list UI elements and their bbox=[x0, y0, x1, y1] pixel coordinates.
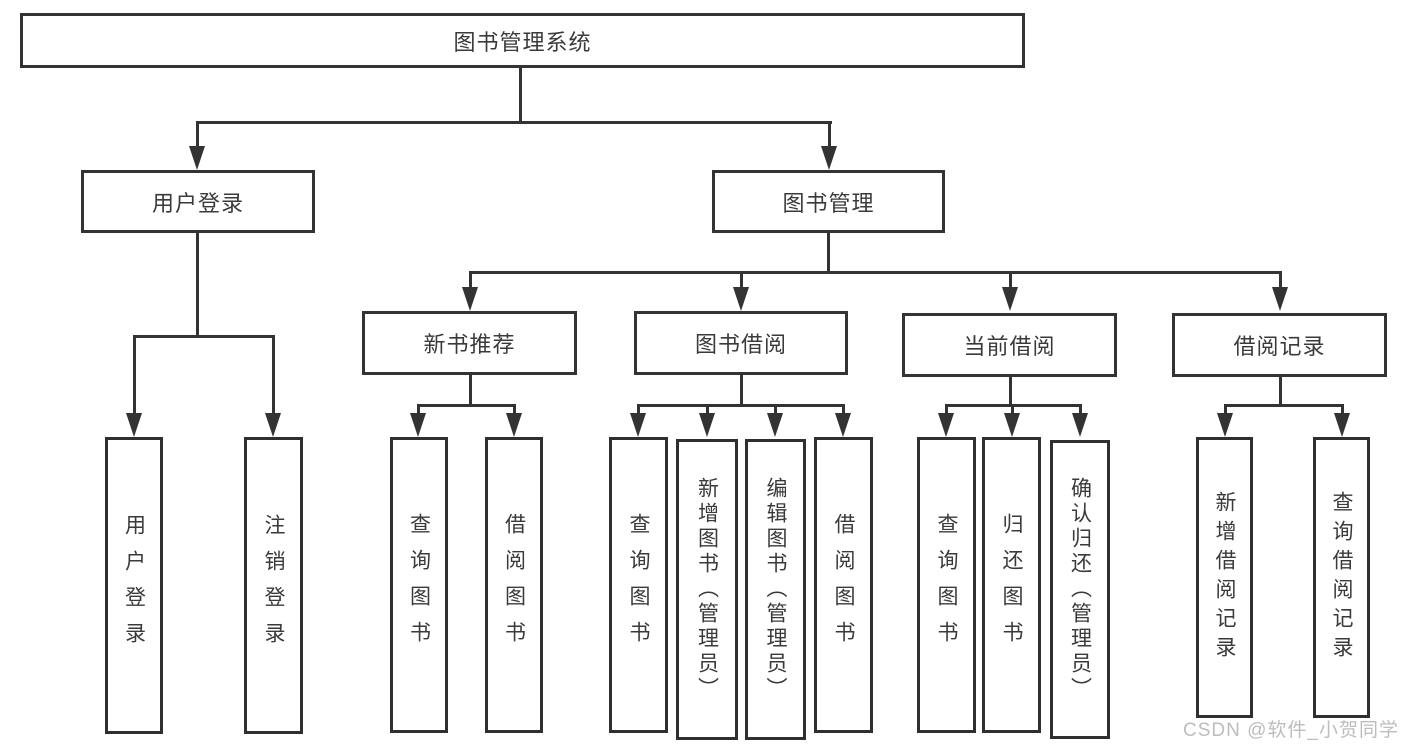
node-book-mgmt-group: 图书管理 bbox=[712, 170, 945, 233]
connector-line bbox=[1011, 404, 1014, 415]
node-user-login-group-label: 用户登录 bbox=[151, 190, 244, 216]
node-bb-add-book: 新增图书（管理员） bbox=[676, 439, 738, 740]
node-user-login-group: 用户登录 bbox=[81, 170, 315, 233]
arrow-down-icon bbox=[1072, 413, 1088, 437]
connector-line bbox=[740, 375, 743, 407]
node-cb-query-book-label: 查询图书 bbox=[935, 513, 958, 657]
node-book-borrow: 图书借阅 bbox=[634, 311, 848, 375]
node-cb-confirm-return-label: 确认归还（管理员） bbox=[1068, 477, 1092, 702]
connector-line bbox=[196, 233, 199, 338]
connector-line bbox=[706, 404, 709, 415]
node-borrow-records: 借阅记录 bbox=[1172, 313, 1387, 377]
connector-line bbox=[1224, 404, 1227, 415]
node-logout-label: 注销登录 bbox=[262, 513, 285, 658]
node-bb-edit-book: 编辑图书（管理员） bbox=[745, 439, 806, 740]
arrow-down-icon bbox=[1002, 287, 1018, 311]
node-bb-query-book-label: 查询图书 bbox=[627, 513, 650, 657]
connector-line bbox=[827, 233, 830, 273]
connector-line bbox=[740, 271, 743, 289]
arrow-down-icon bbox=[506, 413, 522, 437]
node-user-login: 用户登录 bbox=[105, 437, 163, 734]
connector-line bbox=[1224, 404, 1344, 407]
node-cb-return-book-label: 归还图书 bbox=[1000, 513, 1023, 657]
connector-line bbox=[519, 68, 522, 124]
node-br-query-record-label: 查询借阅记录 bbox=[1330, 490, 1353, 665]
connector-line bbox=[1079, 404, 1082, 415]
node-logout: 注销登录 bbox=[244, 437, 303, 734]
connector-line bbox=[469, 271, 472, 289]
connector-line bbox=[1009, 271, 1012, 289]
connector-line bbox=[1279, 271, 1282, 289]
arrow-down-icon bbox=[265, 413, 281, 437]
arrow-down-icon bbox=[630, 413, 646, 437]
node-nbr-query-book-label: 查询图书 bbox=[407, 513, 431, 657]
arrow-down-icon bbox=[1004, 413, 1020, 437]
connector-line bbox=[417, 404, 516, 407]
node-nbr-borrow-book: 借阅图书 bbox=[485, 437, 543, 733]
connector-line bbox=[196, 121, 832, 124]
node-nbr-query-book: 查询图书 bbox=[390, 437, 448, 733]
node-cb-confirm-return: 确认归还（管理员） bbox=[1050, 440, 1110, 739]
connector-line bbox=[1341, 404, 1344, 415]
node-book-mgmt-group-label: 图书管理 bbox=[782, 190, 875, 216]
arrow-down-icon bbox=[189, 146, 205, 170]
connector-line bbox=[272, 335, 275, 413]
connector-line bbox=[828, 121, 831, 150]
arrow-down-icon bbox=[1217, 413, 1233, 437]
arrow-down-icon bbox=[767, 413, 783, 437]
connector-line bbox=[417, 404, 420, 415]
node-br-add-record-label: 新增借阅记录 bbox=[1213, 490, 1236, 665]
connector-line bbox=[133, 335, 275, 338]
node-new-book-rec-label: 新书推荐 bbox=[423, 332, 516, 357]
connector-line bbox=[469, 271, 1282, 274]
node-new-book-rec: 新书推荐 bbox=[362, 311, 577, 375]
connector-line bbox=[1279, 377, 1282, 407]
arrow-down-icon bbox=[1334, 413, 1350, 437]
node-br-query-record: 查询借阅记录 bbox=[1313, 437, 1370, 718]
node-borrow-records-label: 借阅记录 bbox=[1233, 334, 1326, 359]
connector-line bbox=[945, 404, 948, 415]
arrow-down-icon bbox=[938, 413, 954, 437]
connector-line bbox=[842, 404, 845, 415]
arrow-down-icon bbox=[733, 287, 749, 311]
node-cb-query-book: 查询图书 bbox=[917, 437, 976, 733]
arrow-down-icon bbox=[410, 413, 426, 437]
node-cb-return-book: 归还图书 bbox=[982, 437, 1041, 733]
connector-line bbox=[133, 335, 136, 413]
arrow-down-icon bbox=[462, 287, 478, 311]
csdn-watermark: CSDN @软件_小贺同学 bbox=[1183, 720, 1399, 741]
connector-line bbox=[196, 121, 199, 150]
connector-line bbox=[1009, 377, 1012, 407]
node-book-borrow-label: 图书借阅 bbox=[694, 332, 787, 357]
connector-line bbox=[774, 404, 777, 415]
arrow-down-icon bbox=[126, 413, 142, 437]
node-current-borrow: 当前借阅 bbox=[902, 313, 1117, 377]
node-user-login-label: 用户登录 bbox=[122, 513, 146, 658]
node-root: 图书管理系统 bbox=[20, 13, 1025, 68]
arrow-down-icon bbox=[1272, 287, 1288, 311]
arrow-down-icon bbox=[821, 146, 837, 170]
connector-line bbox=[637, 404, 640, 415]
node-bb-borrow-book: 借阅图书 bbox=[814, 437, 873, 733]
connector-line bbox=[637, 404, 845, 407]
arrow-down-icon bbox=[835, 413, 851, 437]
node-bb-borrow-book-label: 借阅图书 bbox=[832, 513, 855, 657]
arrow-down-icon bbox=[699, 413, 715, 437]
node-nbr-borrow-book-label: 借阅图书 bbox=[502, 513, 526, 657]
node-bb-query-book: 查询图书 bbox=[609, 437, 668, 733]
node-bb-add-book-label: 新增图书（管理员） bbox=[695, 477, 719, 702]
node-current-borrow-label: 当前借阅 bbox=[963, 334, 1056, 359]
node-br-add-record: 新增借阅记录 bbox=[1196, 437, 1253, 718]
connector-line bbox=[513, 404, 516, 415]
connector-line bbox=[469, 375, 472, 407]
node-bb-edit-book-label: 编辑图书（管理员） bbox=[764, 477, 787, 702]
node-root-label: 图书管理系统 bbox=[453, 29, 592, 55]
